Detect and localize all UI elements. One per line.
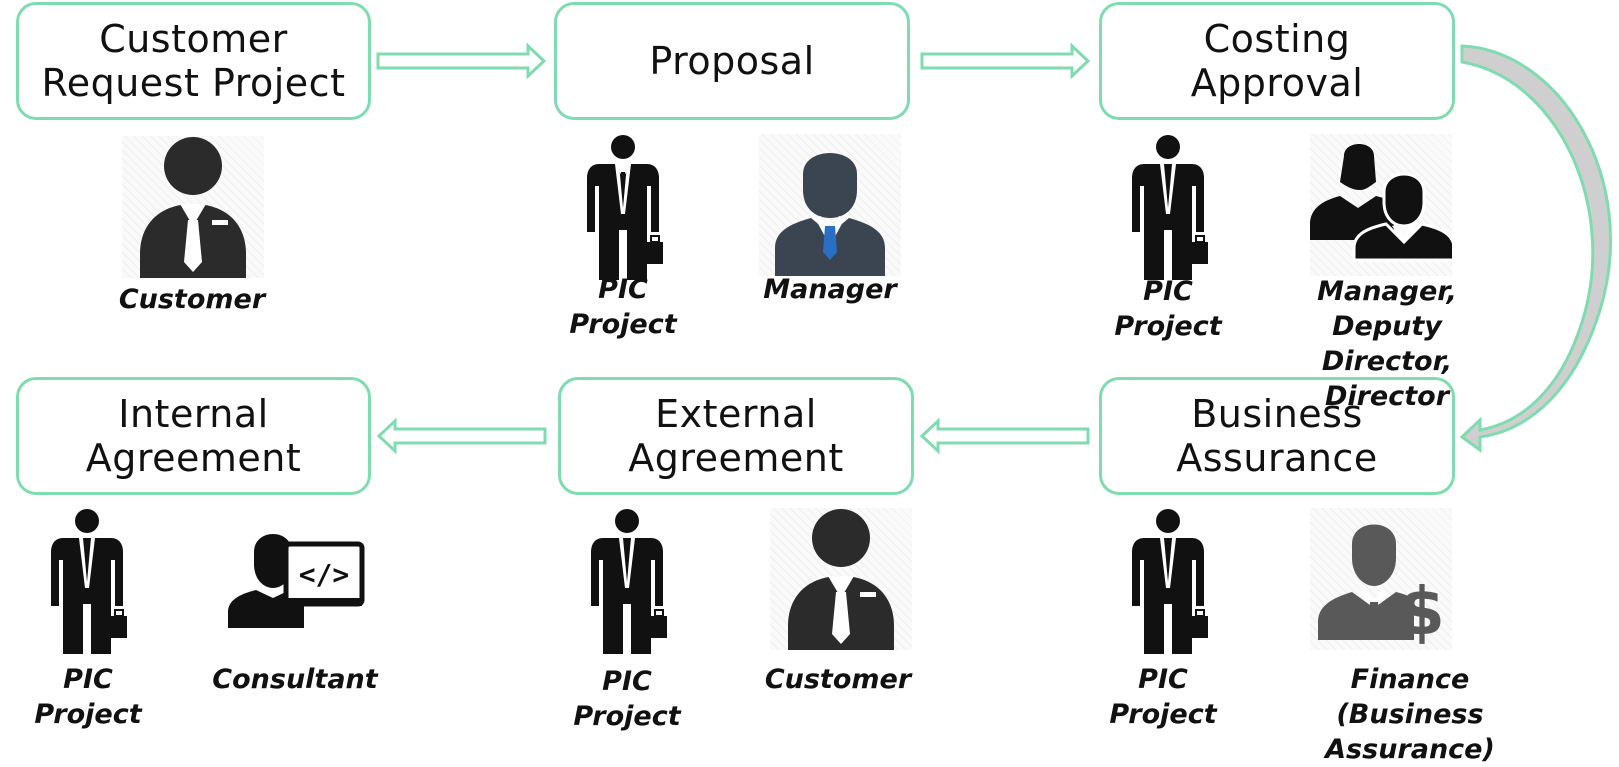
arrow-proposal-to-costing <box>920 42 1091 80</box>
role-customer: Customer <box>118 284 266 315</box>
group-people-icon <box>1310 134 1452 276</box>
step-external-agreement: External Agreement <box>558 377 914 495</box>
businessman-briefcase-icon <box>585 508 669 654</box>
process-flow-diagram: Customer Request Project Proposal Costin… <box>16 2 1612 765</box>
arrow-request-to-proposal <box>376 42 547 80</box>
svg-text:</>: </> <box>299 558 350 591</box>
arrow-costing-to-business-curve <box>1459 44 1612 453</box>
customer-icon <box>770 508 912 650</box>
role-finance-business-assurance: Finance (Business Assurance) <box>1325 664 1495 765</box>
arrow-business-to-external <box>919 417 1090 455</box>
svg-text:$: $ <box>1399 573 1445 650</box>
role-consultant: Consultant <box>212 664 378 695</box>
role-pic-project: PIC Project <box>1109 664 1217 730</box>
customer-icon <box>122 136 264 278</box>
businessman-briefcase-icon <box>1126 134 1210 280</box>
role-pic-project: PIC Project <box>569 274 677 340</box>
flow-arrows <box>376 42 1612 455</box>
businessman-briefcase-icon <box>581 134 665 280</box>
businessman-briefcase-icon <box>45 508 129 654</box>
manager-icon <box>759 134 901 276</box>
role-pic-project: PIC Project <box>34 664 142 730</box>
developer-computer-icon: </> <box>228 524 368 628</box>
finance-person-icon: $ <box>1310 508 1452 650</box>
step-costing-approval: Costing Approval <box>1099 2 1455 120</box>
step-internal-agreement: Internal Agreement <box>16 377 371 495</box>
role-pic-project: PIC Project <box>1114 276 1222 342</box>
step-business-assurance: Business Assurance <box>1099 377 1455 495</box>
arrow-external-to-internal <box>376 417 547 455</box>
businessman-briefcase-icon <box>1126 508 1210 654</box>
role-pic-project: PIC Project <box>573 666 681 732</box>
role-manager-deputy-director: Manager, Deputy Director, Director <box>1317 276 1457 412</box>
step-customer-request-project: Customer Request Project <box>16 2 371 120</box>
role-manager: Manager <box>763 274 897 305</box>
step-proposal: Proposal <box>554 2 910 120</box>
role-customer: Customer <box>764 664 912 695</box>
